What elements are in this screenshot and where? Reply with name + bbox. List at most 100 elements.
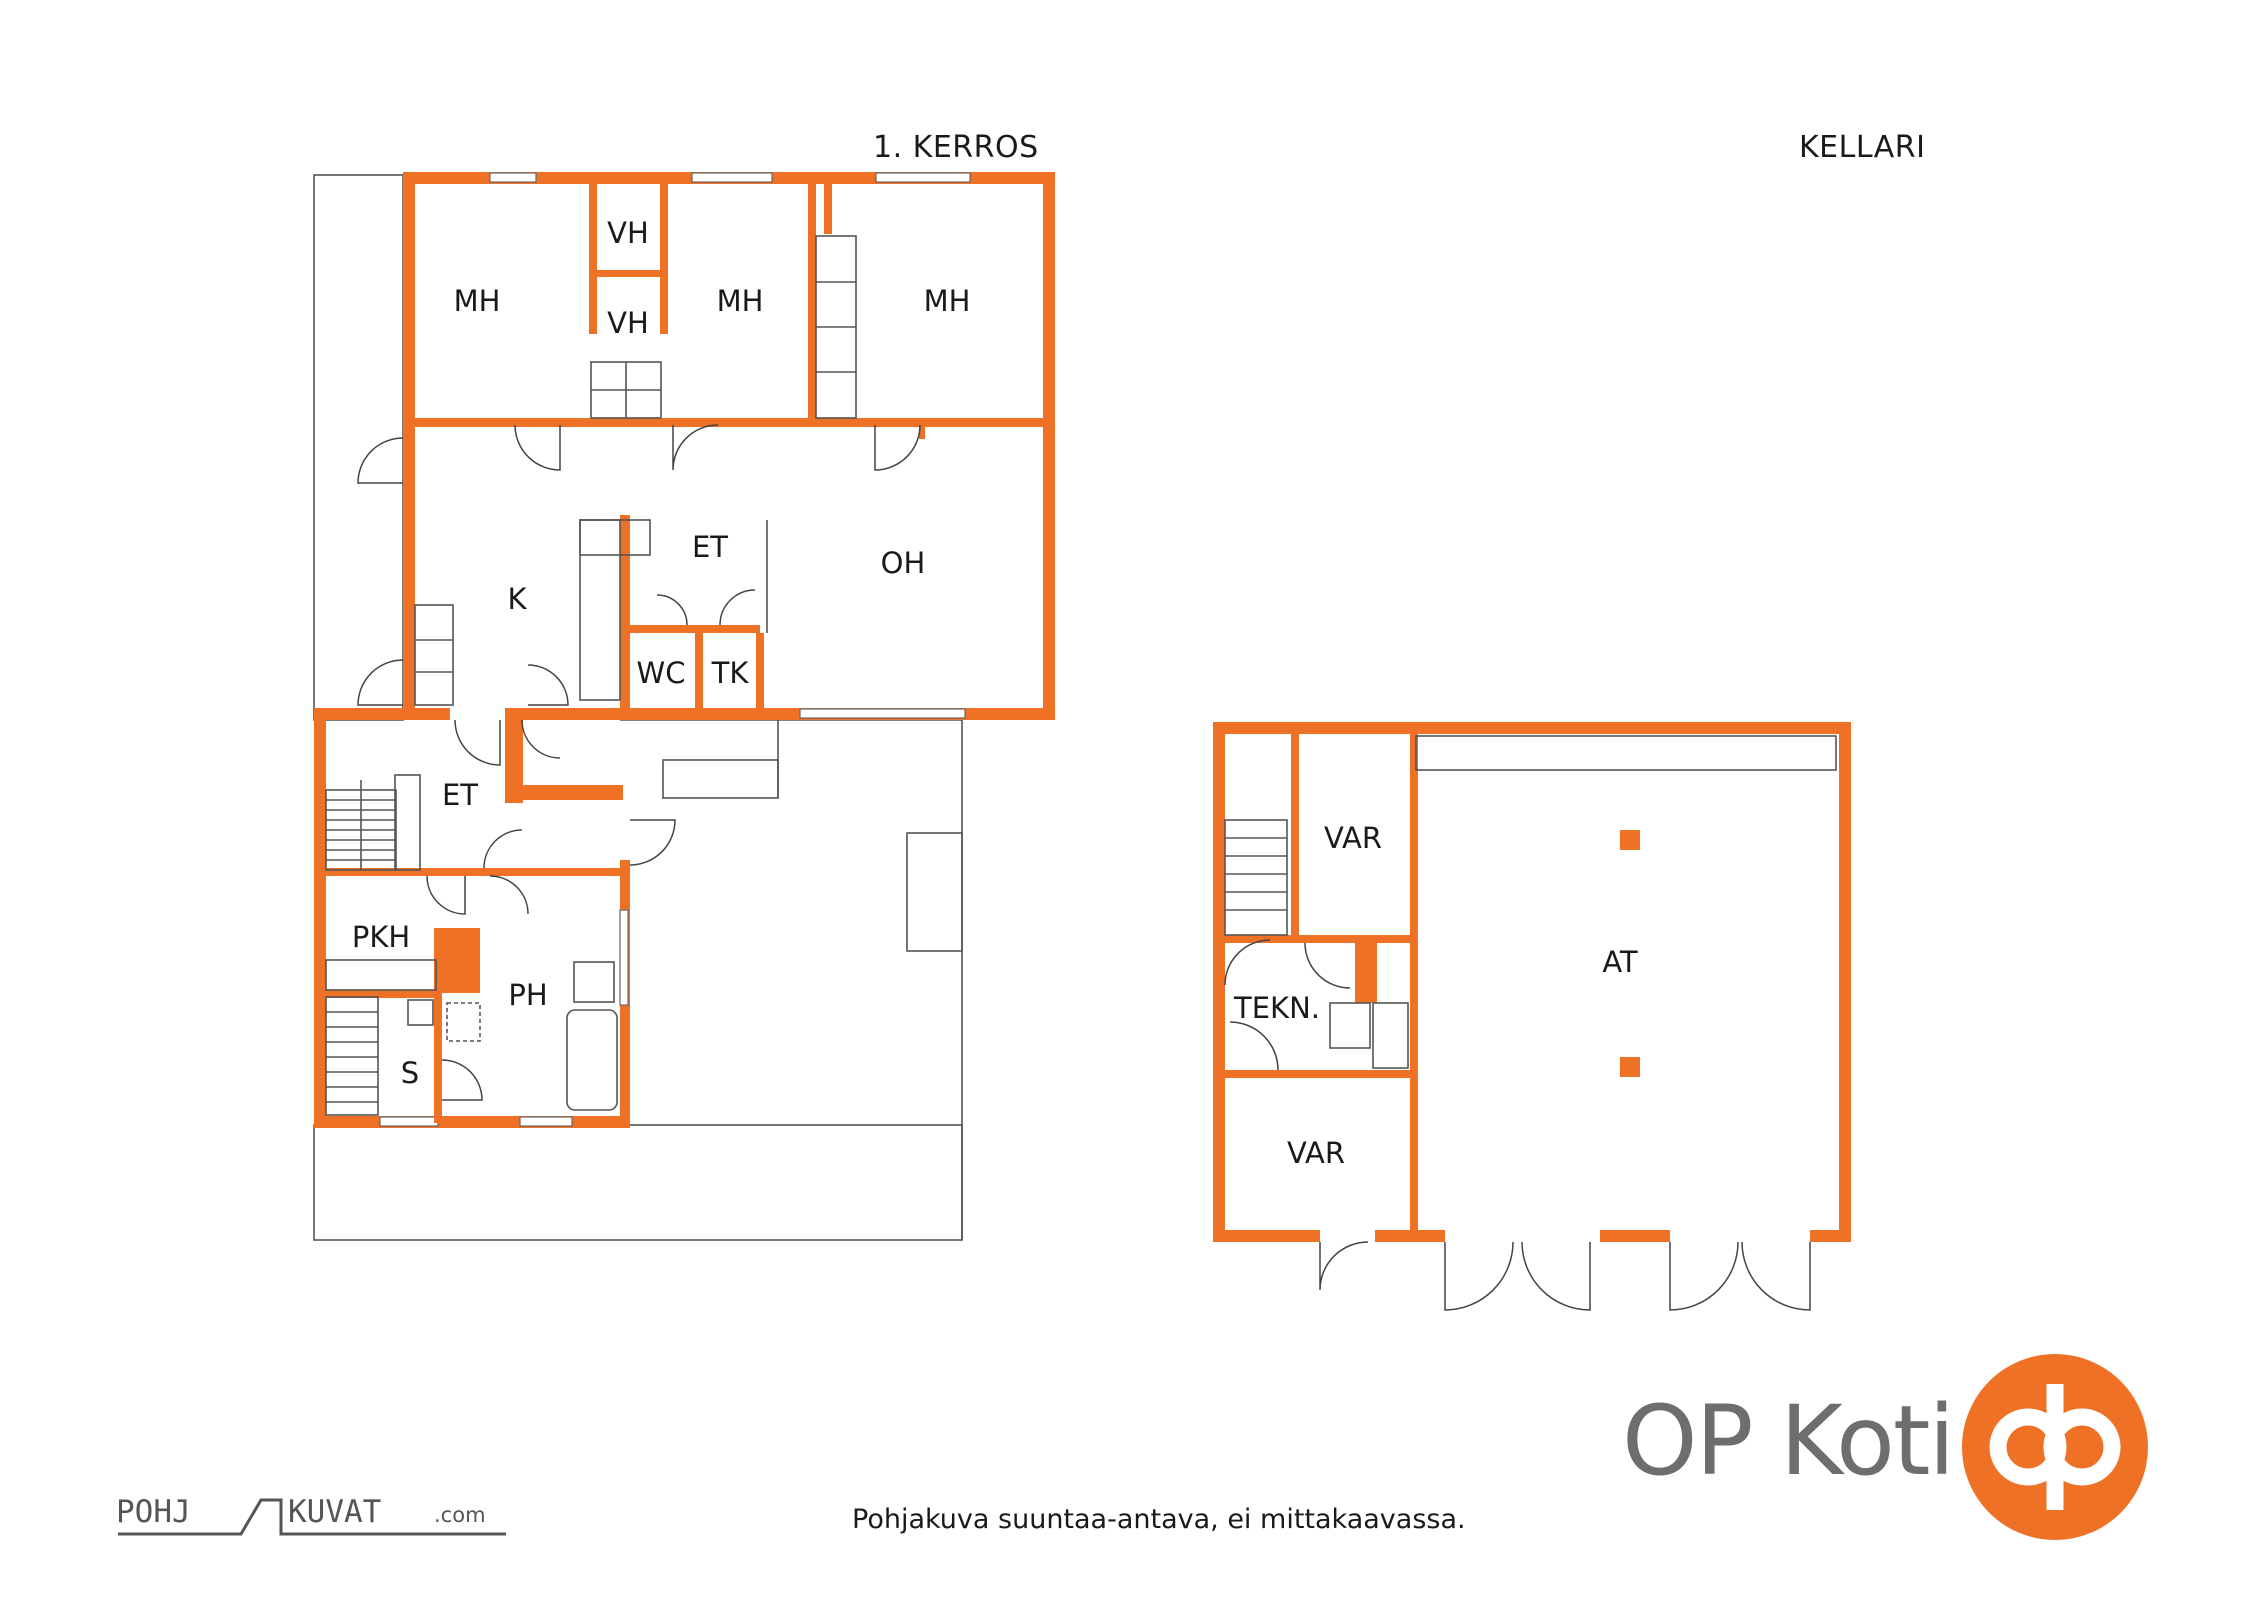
wall-right	[1839, 722, 1851, 1242]
basement-plan: VAR AT TEKN. VAR	[1213, 722, 1851, 1311]
room-label-s: S	[401, 1056, 419, 1090]
bathtub	[566, 1009, 618, 1111]
door-arc	[357, 659, 404, 706]
room-label-wc: WC	[637, 656, 686, 690]
wall-vestibule	[505, 708, 523, 803]
wall-mh3-stub	[824, 184, 832, 234]
door-arc	[514, 424, 561, 471]
door-arc	[489, 875, 529, 915]
wall-wc-top	[630, 625, 760, 633]
entry-step	[662, 759, 779, 799]
room-label-pkh: PKH	[352, 920, 410, 954]
door-arc	[1224, 939, 1271, 986]
wall-wc-tk	[695, 633, 703, 720]
window	[691, 172, 773, 183]
wall-entrance-top-2	[505, 708, 628, 720]
wall-bottom-1	[1213, 1230, 1320, 1242]
wall-bedroom-corridor	[403, 418, 1043, 427]
door-arc	[1669, 1241, 1739, 1311]
op-logo-icon	[1962, 1354, 2148, 1540]
wall-mh2-mh3	[808, 184, 816, 418]
wall-left	[1213, 722, 1225, 1242]
door-arc	[441, 1059, 483, 1101]
wall-mh1-vh	[589, 184, 597, 334]
door-arc	[656, 594, 688, 626]
window	[519, 1116, 573, 1127]
disclaimer-caption: Pohjakuva suuntaa-antava, ei mittakaavas…	[852, 1504, 1466, 1535]
door-arc	[719, 589, 756, 626]
wall-kitchen-right	[620, 515, 630, 720]
window	[619, 909, 629, 1006]
wall-tk-oh	[756, 633, 764, 720]
basement-title: KELLARI	[1799, 130, 1926, 165]
boiler	[1329, 1002, 1371, 1049]
door-arc	[1521, 1241, 1591, 1311]
shower-area	[446, 1002, 481, 1042]
wall-lower-left	[314, 708, 326, 1128]
wall-vestibule-bottom	[505, 785, 623, 800]
door-arc	[874, 424, 921, 471]
wall-entrance-top	[314, 708, 450, 720]
room-label-vh-1: VH	[607, 216, 649, 250]
room-label-ph: PH	[508, 978, 547, 1012]
op-koti-wordmark: OP Koti	[1622, 1385, 1955, 1497]
entrance-closet	[394, 774, 421, 871]
room-label-oh: OH	[881, 546, 926, 580]
room-label-k: K	[507, 582, 527, 616]
wall-lower-bottom	[314, 1116, 629, 1128]
wall-right	[1043, 172, 1055, 720]
room-label-mh-3: MH	[924, 284, 971, 318]
chimney-basement	[1355, 943, 1377, 1003]
wall-left-bedrooms	[403, 172, 415, 425]
door-arc	[357, 437, 404, 484]
wall-stair-var	[1291, 734, 1299, 939]
washing-machine	[573, 961, 615, 1003]
door-arc	[483, 829, 523, 869]
wall-s-ph	[434, 993, 442, 1123]
room-label-mh-1: MH	[454, 284, 501, 318]
door-arc	[1229, 1021, 1279, 1071]
kitchen-cabinet	[414, 604, 454, 706]
tank	[1372, 1002, 1409, 1069]
wall-vh-mh2	[660, 184, 668, 334]
window	[875, 172, 971, 183]
door-arc	[521, 719, 561, 759]
wall-var-tekn	[1225, 935, 1410, 943]
wall-bottom-4	[1810, 1230, 1851, 1242]
wall-tekn-var	[1225, 1070, 1410, 1078]
basement-stairs	[1224, 819, 1288, 936]
window	[489, 172, 537, 183]
door-arc	[527, 664, 569, 706]
left-balcony-outline	[313, 174, 404, 721]
room-label-var-2: VAR	[1287, 1136, 1345, 1170]
door-arc	[1444, 1241, 1514, 1311]
kitchen-island-top	[579, 519, 651, 556]
pohjakuvat-suffix: .com	[434, 1503, 486, 1527]
wall-kitchen-left	[403, 427, 415, 720]
window	[799, 708, 966, 719]
door-arc	[426, 875, 466, 915]
wall-et-bottom	[314, 868, 630, 876]
room-label-et-2: ET	[442, 778, 478, 812]
at-shelf	[1415, 735, 1837, 771]
wall-bottom-3	[1600, 1230, 1670, 1242]
door-arc	[1304, 942, 1351, 989]
pohjakuvat-roof-line	[118, 1498, 506, 1536]
room-label-et-1: ET	[692, 530, 728, 564]
bottom-terrace-outline	[313, 1124, 963, 1241]
terrace-bench	[906, 832, 963, 952]
kitchen-counter	[579, 519, 621, 701]
pohjakuvat-left-text: POHJ	[116, 1494, 191, 1530]
wall-vh-divider	[597, 270, 660, 277]
pohjakuvat-logo: POHJ KUVAT .com	[116, 1494, 506, 1536]
wall-pkh-bottom	[314, 990, 434, 998]
first-floor-plan: MH VH VH MH MH ET OH K WC TK ET PKH PH S	[313, 172, 1055, 1241]
column	[1620, 830, 1640, 850]
pohjakuvat-right-text: KUVAT	[288, 1494, 381, 1530]
room-label-var-1: VAR	[1324, 821, 1382, 855]
wall-top	[1213, 722, 1851, 734]
column	[1620, 1057, 1640, 1077]
room-label-mh-2: MH	[717, 284, 764, 318]
wall-oh-stub	[919, 427, 925, 439]
